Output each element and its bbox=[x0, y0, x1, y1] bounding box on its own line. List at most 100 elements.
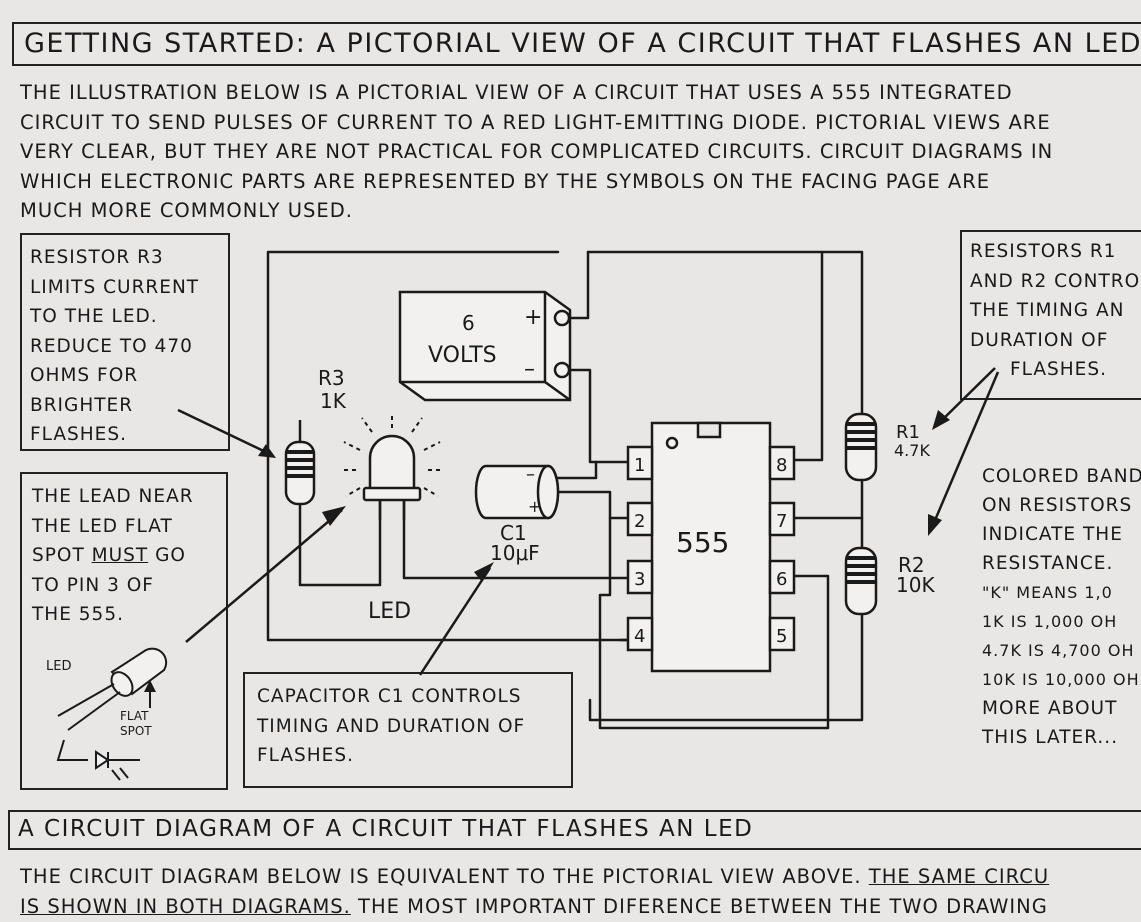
led-lead-note-box: THE LEAD NEAR THE LED FLAT SPOT MUST GO … bbox=[20, 472, 228, 790]
lead-note-text: SPOT bbox=[32, 545, 92, 566]
r3-note-line: TO THE LED. bbox=[30, 306, 158, 327]
section-title: A CIRCUIT DIAGRAM OF A CIRCUIT THAT FLAS… bbox=[18, 816, 754, 842]
bands-note-line: RESISTANCE. bbox=[982, 553, 1114, 574]
pin-6: 6 bbox=[776, 569, 787, 590]
pin-4: 4 bbox=[634, 626, 645, 647]
resistor-r2 bbox=[844, 546, 878, 616]
wire-ground-rail bbox=[266, 440, 640, 642]
arrow-to-cap bbox=[418, 567, 492, 676]
arrow-to-r3 bbox=[177, 408, 273, 457]
r12-note-line: RESISTORS R1 bbox=[970, 241, 1117, 262]
pin-5: 5 bbox=[776, 626, 787, 647]
chip-555 bbox=[626, 421, 796, 673]
intro-line: THE ILLUSTRATION BELOW IS A PICTORIAL VI… bbox=[20, 81, 1013, 104]
intro-line: VERY CLEAR, BUT THEY ARE NOT PRACTICAL F… bbox=[20, 140, 1054, 163]
bottom-paragraph: THE CIRCUIT DIAGRAM BELOW IS EQUIVALENT … bbox=[20, 862, 1049, 922]
led-glow-rays bbox=[340, 412, 444, 497]
battery-voltage: 6 bbox=[462, 311, 475, 335]
lead-note-line: SPOT MUST GO bbox=[32, 541, 226, 571]
r3-label: R3 bbox=[318, 366, 345, 390]
r2-value: 10K bbox=[896, 573, 935, 597]
must-emphasis: MUST bbox=[91, 545, 149, 566]
pin-8: 8 bbox=[776, 455, 787, 476]
lead-note-text: GO bbox=[148, 545, 186, 566]
callout-arrows bbox=[177, 367, 1000, 676]
r1-label: R1 bbox=[896, 422, 920, 443]
bottom-line: IS SHOWN IN BOTH DIAGRAMS. THE MOST IMPO… bbox=[20, 892, 1049, 922]
wire-pin8-top bbox=[790, 250, 824, 462]
r3-value: 1K bbox=[320, 389, 347, 413]
lead-note-line: THE LEAD NEAR bbox=[32, 486, 194, 507]
arrow-to-r1 bbox=[935, 367, 996, 427]
bottom-text: THE MOST IMPORTANT DIFERENCE BETWEEN THE… bbox=[350, 895, 1048, 918]
c1-label: C1 bbox=[500, 521, 527, 545]
battery-minus: – bbox=[524, 357, 535, 382]
section-title-box: A CIRCUIT DIAGRAM OF A CIRCUIT THAT FLAS… bbox=[8, 810, 1141, 850]
r3-note-line: REDUCE TO 470 bbox=[30, 335, 193, 357]
led-component bbox=[362, 434, 422, 520]
r1-value: 4.7K bbox=[894, 441, 930, 460]
intro-paragraph: THE ILLUSTRATION BELOW IS A PICTORIAL VI… bbox=[20, 78, 1140, 226]
pin-1: 1 bbox=[634, 455, 645, 476]
flat-spot-label-1: FLAT bbox=[120, 709, 149, 723]
resistor-r3 bbox=[284, 420, 316, 506]
bands-note-line: COLORED BAND bbox=[982, 466, 1141, 487]
wire-cap-plus bbox=[554, 490, 640, 520]
wire-top-outer bbox=[586, 250, 864, 422]
bands-note-line: THIS LATER... bbox=[982, 727, 1119, 748]
cap-note-line: CAPACITOR C1 CONTROLS bbox=[257, 686, 522, 707]
wire-battery-minus bbox=[568, 368, 640, 464]
bands-note-line: MORE ABOUT bbox=[982, 698, 1118, 719]
r12-note-line: DURATION OF bbox=[970, 329, 1109, 351]
r1-r2-note-box: RESISTORS R1 AND R2 CONTRO THE TIMING AN… bbox=[960, 230, 1141, 400]
arrow-heads bbox=[258, 410, 950, 582]
lead-note-line: TO PIN 3 OF bbox=[32, 574, 154, 596]
page-title: GETTING STARTED: A PICTORIAL VIEW OF A C… bbox=[24, 28, 1141, 59]
chip-label: 555 bbox=[676, 526, 729, 559]
wire-r2-bottom bbox=[588, 608, 864, 722]
r3-note-line: BRIGHTER bbox=[30, 394, 134, 416]
r3-note-line: LIMITS CURRENT bbox=[30, 276, 200, 298]
wire-led-pin3 bbox=[402, 498, 640, 580]
battery-unit: VOLTS bbox=[428, 343, 497, 368]
wire-pin2-pin6 bbox=[598, 516, 830, 730]
pin-3: 3 bbox=[634, 569, 645, 590]
r12-note-line: AND R2 CONTRO bbox=[970, 270, 1141, 292]
bottom-text: THE CIRCUIT DIAGRAM BELOW IS EQUIVALENT … bbox=[20, 865, 869, 888]
wire-battery-plus bbox=[568, 250, 590, 320]
intro-line: CIRCUIT TO SEND PULSES OF CURRENT TO A R… bbox=[20, 110, 1051, 134]
battery bbox=[398, 290, 572, 402]
wire-cap-minus bbox=[554, 460, 598, 480]
led-detail-drawing bbox=[56, 647, 168, 781]
r3-note-box: RESISTOR R3 LIMITS CURRENT TO THE LED. R… bbox=[20, 233, 230, 451]
r12-note-line: FLASHES. bbox=[1010, 359, 1107, 380]
capacitor-c1 bbox=[474, 464, 560, 520]
pin-2: 2 bbox=[634, 511, 645, 532]
c1-value: 10μF bbox=[490, 541, 540, 565]
flat-spot-label-2: SPOT bbox=[120, 724, 152, 738]
led-label: LED bbox=[368, 599, 411, 624]
r12-note-line: THE TIMING AN bbox=[970, 300, 1125, 321]
bottom-underlined-text: THE SAME CIRCU bbox=[868, 865, 1050, 888]
page-title-box: GETTING STARTED: A PICTORIAL VIEW OF A C… bbox=[12, 22, 1141, 66]
colored-bands-note: COLORED BAND ON RESISTORS INDICATE THE R… bbox=[982, 462, 1141, 752]
pin-7: 7 bbox=[776, 511, 787, 532]
arrow-to-led bbox=[185, 509, 343, 643]
bands-note-line: 10K IS 10,000 OH bbox=[982, 670, 1140, 689]
lead-note-line: THE 555. bbox=[32, 604, 124, 625]
resistor-r1 bbox=[844, 412, 878, 548]
cap-note-line: FLASHES. bbox=[257, 745, 354, 766]
lead-note-line: THE LED FLAT bbox=[32, 515, 173, 537]
capacitor-note-box: CAPACITOR C1 CONTROLS TIMING AND DURATIO… bbox=[243, 672, 573, 788]
bands-note-line: "K" MEANS 1,0 bbox=[982, 583, 1113, 602]
bands-note-line: ON RESISTORS bbox=[982, 495, 1133, 516]
bands-note-line: INDICATE THE bbox=[982, 524, 1123, 545]
cap-plus: + bbox=[528, 497, 541, 516]
r2-label: R2 bbox=[898, 553, 925, 577]
cap-note-line: TIMING AND DURATION OF bbox=[257, 715, 526, 737]
cap-minus: – bbox=[526, 464, 535, 485]
r3-note-line: RESISTOR R3 bbox=[30, 247, 164, 268]
bands-note-line: 4.7K IS 4,700 OH bbox=[982, 641, 1135, 660]
bottom-line: THE CIRCUIT DIAGRAM BELOW IS EQUIVALENT … bbox=[20, 862, 1049, 892]
